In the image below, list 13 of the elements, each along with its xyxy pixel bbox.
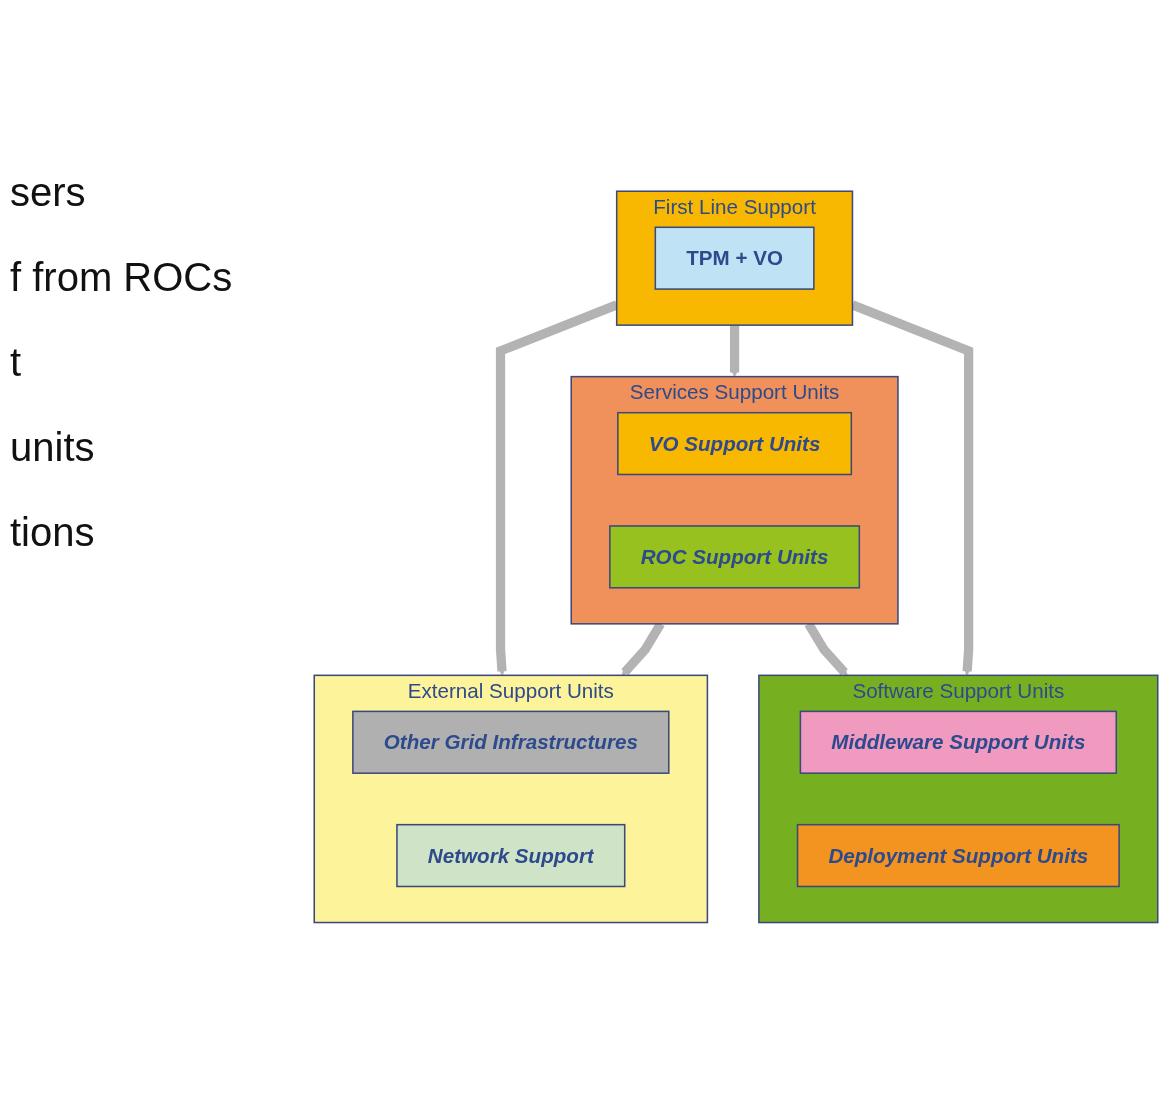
node-box: Network Support: [395, 823, 625, 887]
bullet-text: tions: [10, 510, 96, 555]
node-box: TPM + VO: [654, 226, 815, 290]
bullet-text: f from ROCs: [10, 255, 234, 300]
node-box: ROC Support Units: [608, 524, 860, 589]
bullet-text: t: [10, 340, 23, 385]
bullet-text: sers: [10, 170, 87, 215]
node-box: Deployment Support Units: [796, 823, 1120, 887]
bullet-text: units: [10, 425, 96, 470]
node-box: Middleware Support Units: [799, 710, 1117, 774]
node-box: VO Support Units: [616, 411, 852, 475]
node-box: Other Grid Infrastructures: [351, 710, 670, 774]
arrow: [729, 324, 739, 377]
